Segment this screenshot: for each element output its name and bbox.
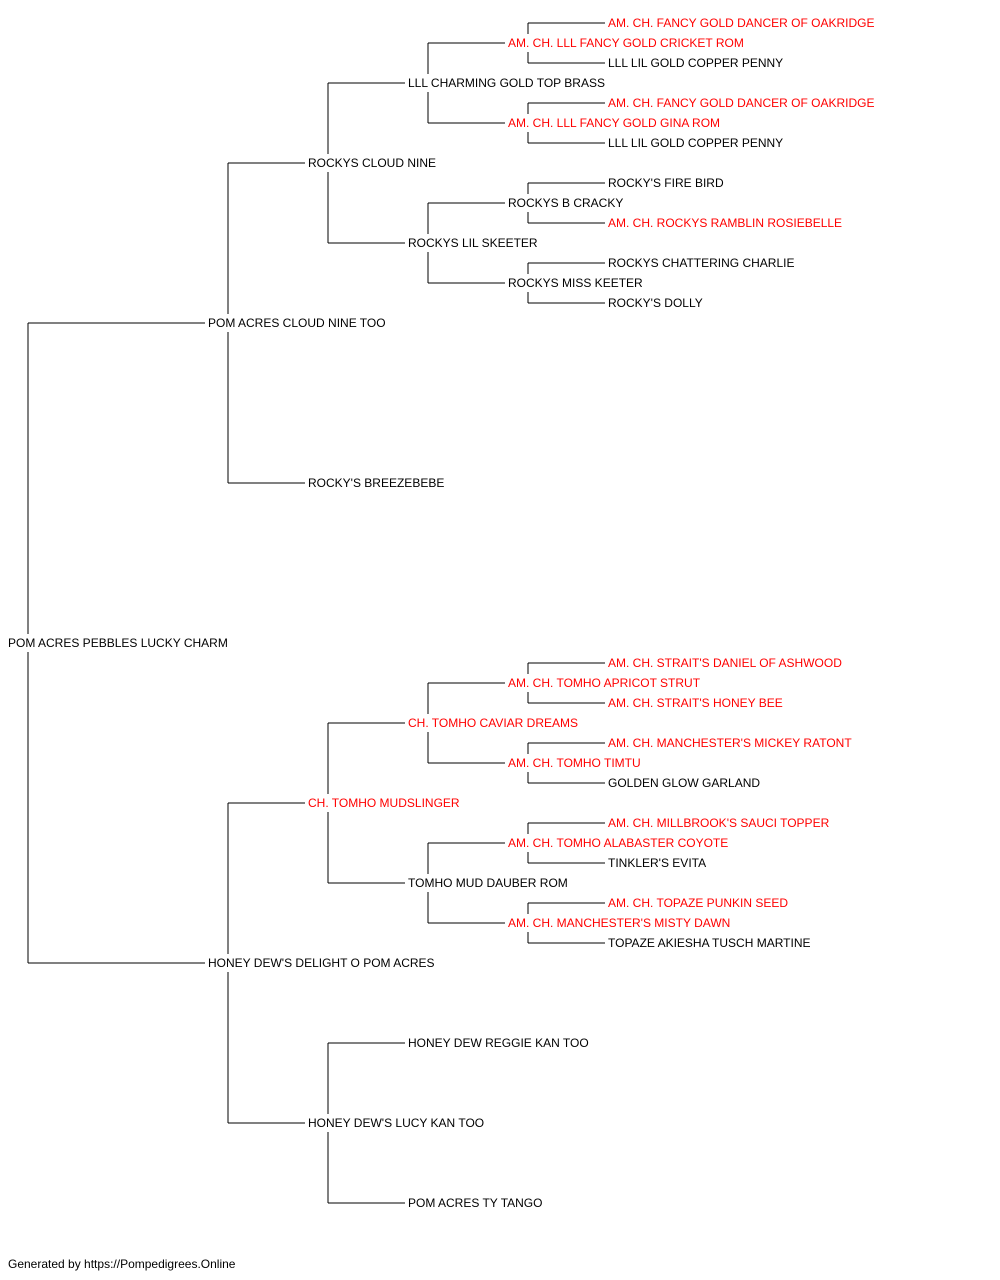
pedigree-entry-gen3[interactable]: LLL CHARMING GOLD TOP BRASS <box>408 76 607 90</box>
pedigree-entry-gen2[interactable]: HONEY DEW'S LUCY KAN TOO <box>308 1116 487 1130</box>
pedigree-entry-gen5[interactable]: AM. CH. FANCY GOLD DANCER OF OAKRIDGE <box>608 16 877 30</box>
pedigree-entry-gen4[interactable]: ROCKYS B CRACKY <box>508 196 626 210</box>
pedigree-entry-gen5[interactable]: AM. CH. STRAIT'S DANIEL OF ASHWOOD <box>608 656 844 670</box>
pedigree-entry-gen4[interactable]: AM. CH. MANCHESTER'S MISTY DAWN <box>508 916 733 930</box>
pedigree-entry-gen4[interactable]: AM. CH. TOMHO ALABASTER COYOTE <box>508 836 731 850</box>
pedigree-entry-gen5[interactable]: LLL LIL GOLD COPPER PENNY <box>608 56 786 70</box>
pedigree-entry-gen5[interactable]: AM. CH. MANCHESTER'S MICKEY RATONT <box>608 736 854 750</box>
pedigree-entry-gen3[interactable]: TOMHO MUD DAUBER ROM <box>408 876 570 890</box>
pedigree-entry-gen5[interactable]: TINKLER'S EVITA <box>608 856 709 870</box>
pedigree-entry-gen5[interactable]: ROCKY'S DOLLY <box>608 296 705 310</box>
pedigree-entry-gen5[interactable]: ROCKY'S FIRE BIRD <box>608 176 726 190</box>
pedigree-entry-gen1[interactable]: HONEY DEW'S DELIGHT O POM ACRES <box>208 956 437 970</box>
pedigree-entry-gen3[interactable]: HONEY DEW REGGIE KAN TOO <box>408 1036 591 1050</box>
pedigree-entry-gen5[interactable]: ROCKYS CHATTERING CHARLIE <box>608 256 797 270</box>
pedigree-entry-gen3[interactable]: POM ACRES TY TANGO <box>408 1196 545 1210</box>
pedigree-entry-gen4[interactable]: AM. CH. TOMHO APRICOT STRUT <box>508 676 703 690</box>
pedigree-entry-gen3[interactable]: ROCKYS LIL SKEETER <box>408 236 540 250</box>
pedigree-entry-gen2[interactable]: CH. TOMHO MUDSLINGER <box>308 796 462 810</box>
pedigree-entry-gen5[interactable]: AM. CH. STRAIT'S HONEY BEE <box>608 696 785 710</box>
footer-credit: Generated by https://Pompedigrees.Online <box>8 1257 236 1271</box>
pedigree-entry-gen0[interactable]: POM ACRES PEBBLES LUCKY CHARM <box>8 636 230 650</box>
pedigree-entry-gen5[interactable]: AM. CH. FANCY GOLD DANCER OF OAKRIDGE <box>608 96 877 110</box>
pedigree-entry-gen5[interactable]: AM. CH. ROCKYS RAMBLIN ROSIEBELLE <box>608 216 845 230</box>
pedigree-entry-gen2[interactable]: ROCKYS CLOUD NINE <box>308 156 439 170</box>
pedigree-entry-gen3[interactable]: CH. TOMHO CAVIAR DREAMS <box>408 716 581 730</box>
pedigree-entry-gen2[interactable]: ROCKY'S BREEZEBEBE <box>308 476 447 490</box>
pedigree-entry-gen5[interactable]: AM. CH. TOPAZE PUNKIN SEED <box>608 896 791 910</box>
pedigree-entry-gen1[interactable]: POM ACRES CLOUD NINE TOO <box>208 316 388 330</box>
pedigree-entry-gen4[interactable]: AM. CH. TOMHO TIMTU <box>508 756 643 770</box>
pedigree-entry-gen5[interactable]: TOPAZE AKIESHA TUSCH MARTINE <box>608 936 813 950</box>
pedigree-entry-gen5[interactable]: LLL LIL GOLD COPPER PENNY <box>608 136 786 150</box>
pedigree-entry-gen4[interactable]: AM. CH. LLL FANCY GOLD GINA ROM <box>508 116 723 130</box>
pedigree-entry-gen5[interactable]: AM. CH. MILLBROOK'S SAUCI TOPPER <box>608 816 832 830</box>
pedigree-entry-gen4[interactable]: AM. CH. LLL FANCY GOLD CRICKET ROM <box>508 36 746 50</box>
pedigree-entry-gen5[interactable]: GOLDEN GLOW GARLAND <box>608 776 763 790</box>
pedigree-entry-gen4[interactable]: ROCKYS MISS KEETER <box>508 276 645 290</box>
